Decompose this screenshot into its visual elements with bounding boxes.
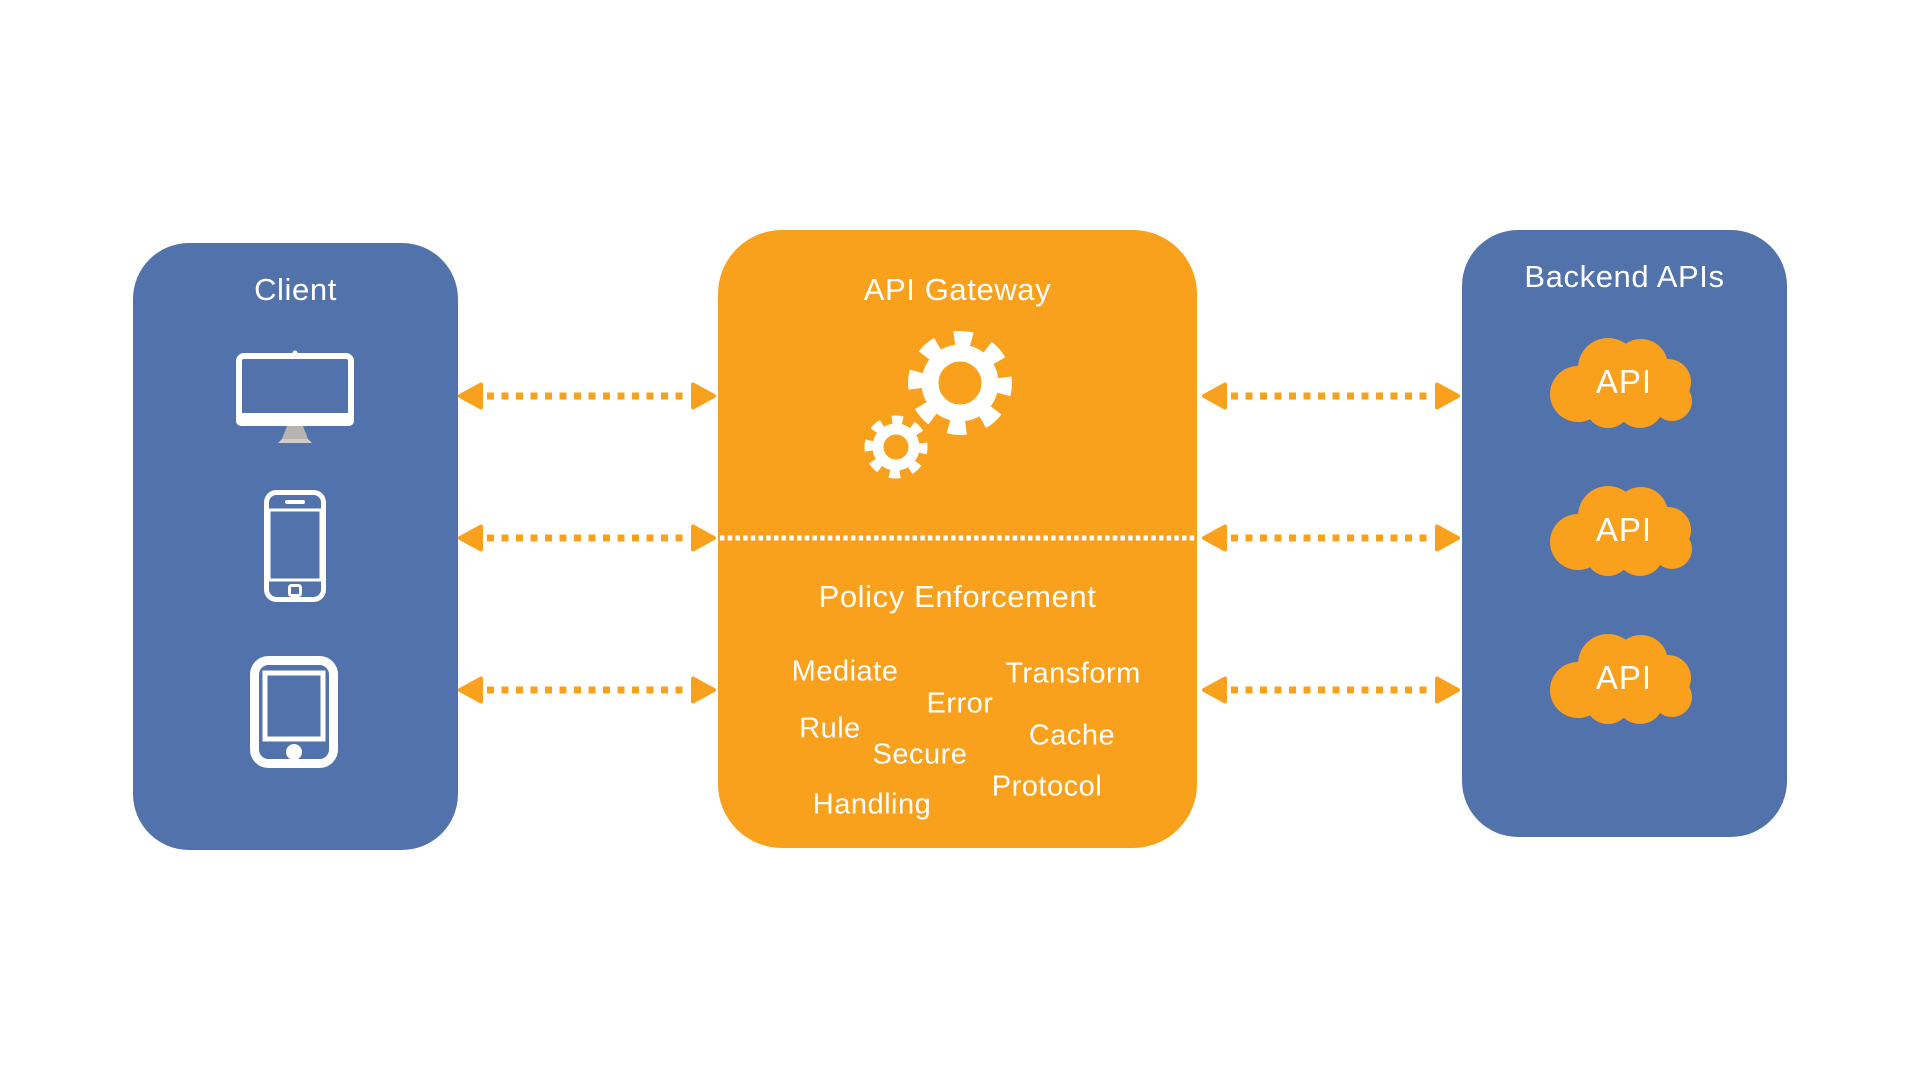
- gateway-backend-connector-2: [1202, 524, 1460, 552]
- client-panel-title: Client: [254, 272, 337, 307]
- smartphone-icon: [264, 490, 326, 602]
- tablet-icon: [250, 656, 338, 768]
- api-cloud-2: API: [1544, 480, 1704, 584]
- client-gateway-connector-1: [458, 382, 716, 410]
- client-gateway-connector-3: [458, 676, 716, 704]
- api-cloud-label: API: [1595, 659, 1653, 696]
- gears-icon: [864, 331, 1012, 479]
- gateway-keyword-error: Error: [926, 687, 994, 720]
- cloud-icon: [1550, 338, 1692, 428]
- gateway-keyword-protocol: Protocol: [991, 770, 1103, 803]
- gateway-backend-connector-3: [1202, 676, 1460, 704]
- api-cloud-1: API: [1544, 332, 1704, 436]
- desktop-monitor-icon: [236, 350, 354, 443]
- backend-apis-panel: Backend APIs API: [1462, 230, 1787, 837]
- gateway-backend-connector-1: [1202, 382, 1460, 410]
- gateway-keyword-cache: Cache: [1028, 719, 1116, 752]
- policy-enforcement-title: Policy Enforcement: [818, 579, 1097, 614]
- gateway-flow-dotted-line: [720, 535, 1195, 541]
- api-gateway-panel: API Gateway Policy Enforcement Mediate T…: [718, 230, 1197, 848]
- gateway-keyword-handling: Handling: [812, 788, 932, 821]
- gateway-keyword-mediate: Mediate: [791, 655, 899, 688]
- api-cloud-label: API: [1595, 363, 1653, 400]
- gateway-keyword-secure: Secure: [872, 738, 968, 771]
- client-panel: Client: [133, 243, 458, 850]
- backend-apis-panel-title: Backend APIs: [1524, 259, 1725, 294]
- api-cloud-label: API: [1595, 511, 1653, 548]
- cloud-icon: [1550, 486, 1692, 576]
- api-gateway-panel-title: API Gateway: [863, 272, 1052, 307]
- gateway-keyword-rule: Rule: [799, 712, 861, 745]
- gateway-keyword-transform: Transform: [1005, 657, 1141, 690]
- client-gateway-connector-2: [458, 524, 716, 552]
- cloud-icon: [1550, 634, 1692, 724]
- api-cloud-3: API: [1544, 628, 1704, 732]
